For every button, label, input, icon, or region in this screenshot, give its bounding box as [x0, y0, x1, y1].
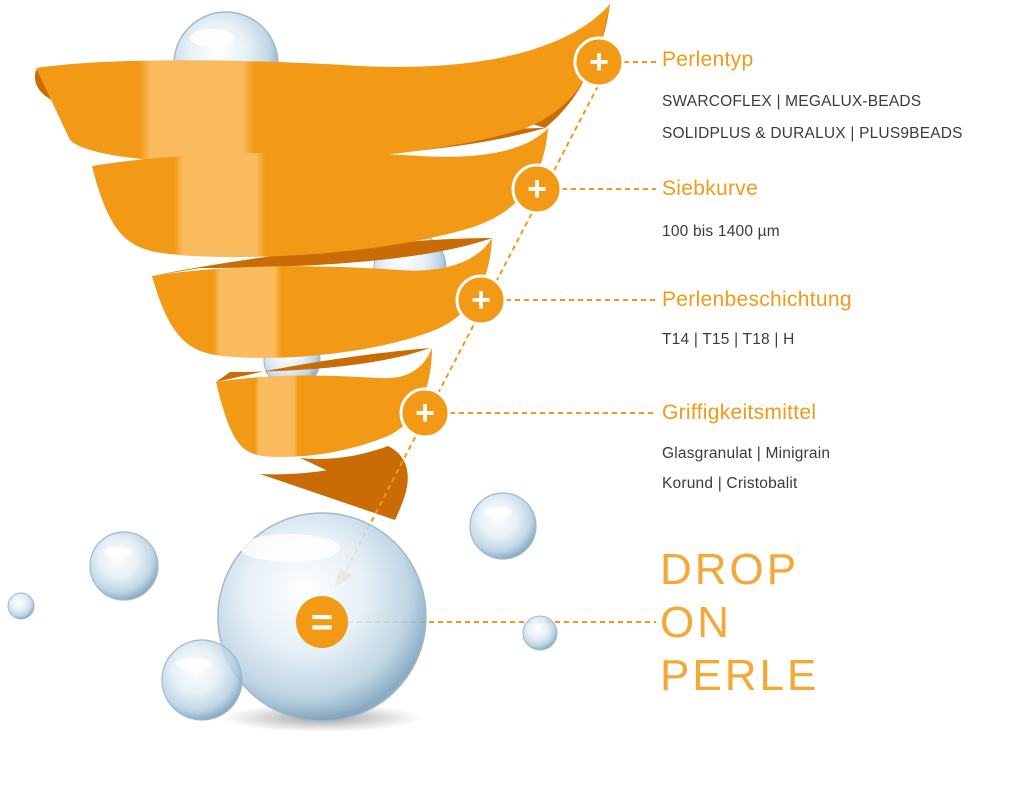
result-line-on: ON [660, 598, 732, 647]
glass-bead-icon [89, 531, 159, 601]
stage-detail: T14 | T15 | T18 | H [662, 331, 795, 348]
plus-circle-icon[interactable]: + [399, 387, 451, 439]
stage-label-siebkurve: Siebkurve [662, 177, 759, 200]
stage-detail: SOLIDPLUS & DURALUX | PLUS9BEADS [662, 125, 963, 142]
stage-detail: Korund | Cristobalit [662, 475, 798, 492]
svg-text:+: + [589, 43, 609, 81]
svg-text:=: = [311, 602, 333, 644]
glass-bead-icon [522, 615, 558, 651]
result-line-perle: PERLE [660, 651, 820, 700]
stage-detail: 100 bis 1400 µm [662, 223, 780, 240]
stage-label-perlentyp: Perlentyp [662, 48, 754, 71]
plus-circle-icon[interactable]: + [455, 274, 507, 326]
svg-text:+: + [527, 170, 547, 208]
connector-lines [343, 61, 656, 623]
glass-bead-icon [161, 639, 243, 721]
plus-circle-icon[interactable]: + [573, 36, 625, 88]
glass-bead-icon [469, 492, 537, 560]
stage-detail: SWARCOFLEX | MEGALUX-BEADS [662, 93, 922, 110]
stage-detail: Glasgranulat | Minigrain [662, 445, 831, 462]
stage-label-griffigkeitsmittel: Griffigkeitsmittel [662, 401, 817, 424]
svg-text:+: + [415, 394, 435, 432]
glass-bead-icon [7, 592, 35, 620]
equals-circle-icon[interactable]: = [296, 596, 348, 648]
svg-text:+: + [471, 281, 491, 319]
stage-label-perlenbeschichtung: Perlenbeschichtung [662, 288, 852, 311]
plus-circle-icon[interactable]: + [511, 163, 563, 215]
spiral-funnel-icon [35, 4, 610, 520]
result-line-drop: DROP [660, 545, 800, 594]
